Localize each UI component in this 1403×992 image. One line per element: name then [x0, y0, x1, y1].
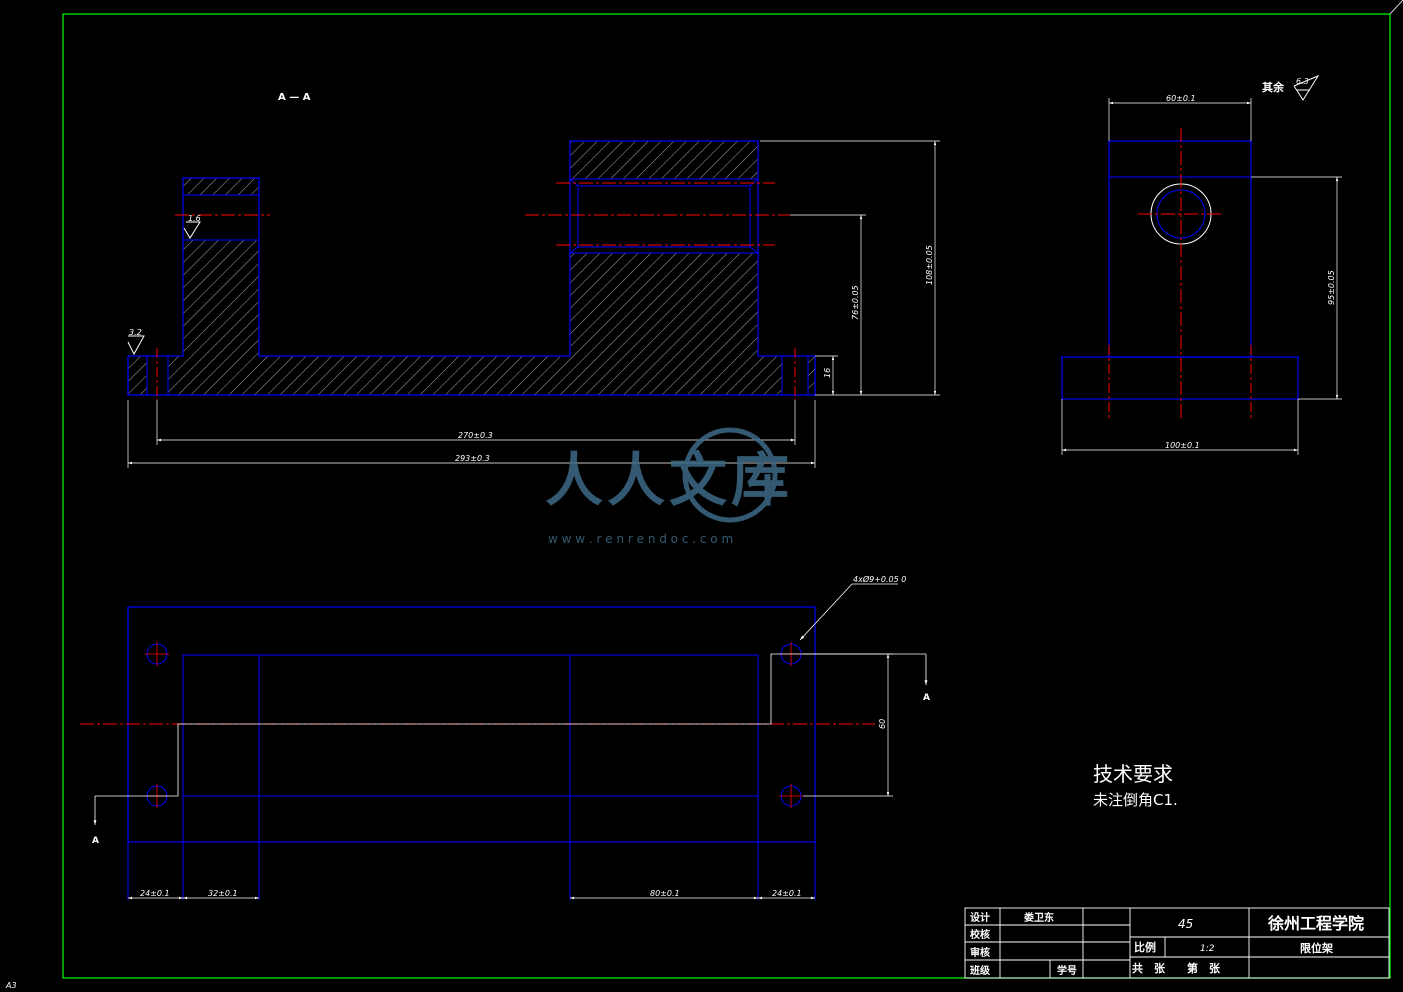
- tb-material: 45: [1178, 917, 1193, 931]
- side-dim-text-top-width: 60±0.1: [1166, 94, 1196, 103]
- right-boss-top-hatch: [569, 140, 759, 180]
- plan-dim-text-edge-left: 24±0.1: [140, 889, 170, 898]
- roughness-value-base: 3.2: [129, 328, 142, 337]
- title-block-text: 设计 娄卫东 校核 审核 班级 学号 45 比例 1:2 徐州工程学院 限位架 …: [970, 911, 1364, 977]
- plan-dim-text-hole-spacing: 60: [878, 719, 887, 729]
- section-mark-left: A: [92, 836, 99, 846]
- front-section-view: A — A 1.6 3.2 270±0.3 293±0.3: [127, 92, 940, 468]
- dim-text-bolt-span: 270±0.3: [458, 431, 493, 440]
- left-boss-top-hatch: [182, 177, 260, 196]
- tb-check-label: 校核: [970, 928, 990, 941]
- tb-class-label: 班级: [970, 964, 991, 977]
- section-label: A — A: [278, 92, 311, 103]
- watermark-url: w w w . r e n r e n d o c . c o m: [548, 532, 733, 546]
- side-dim-text-bore-height: 95±0.05: [1327, 270, 1336, 305]
- roughness-symbol-global: [1293, 74, 1320, 101]
- tech-req-note: 未注倒角C1.: [1093, 791, 1178, 809]
- dim-text-bore-height: 76±0.05: [851, 285, 860, 320]
- roughness-prefix: 其余: [1262, 80, 1285, 94]
- tb-school: 徐州工程学院: [1267, 914, 1364, 933]
- plan-dim-text-edge-right: 24±0.1: [772, 889, 802, 898]
- corner-label: A3: [5, 981, 17, 990]
- right-bore: [569, 178, 759, 254]
- tech-req-title: 技术要求: [1093, 762, 1173, 786]
- plan-view: A A 4xØ9+0.05 0 60 24±0.1 32±0.1 80±0.1 …: [80, 574, 930, 900]
- tb-review-label: 审核: [970, 946, 990, 959]
- roughness-value-bore: 1.6: [188, 214, 201, 223]
- dim-text-base-thickness: 16: [823, 368, 832, 378]
- watermark-text: 人人文库: [545, 446, 793, 514]
- title-block: [964, 907, 1390, 979]
- plan-dim-text-boss-right: 80±0.1: [650, 889, 680, 898]
- main-section-hatch: [128, 240, 815, 395]
- dim-text-overall-length: 293±0.3: [455, 454, 490, 463]
- bolt-hole-centers: [145, 642, 803, 808]
- tb-student-no-label: 学号: [1057, 964, 1077, 977]
- title-block-frame: [964, 907, 1390, 979]
- plan-dim-text-boss-left: 32±0.1: [208, 889, 238, 898]
- tb-design-label: 设计: [970, 911, 990, 924]
- side-upper-block: [1108, 140, 1252, 358]
- roughness-symbol-bore: [183, 221, 201, 239]
- tb-part-name: 限位架: [1300, 941, 1333, 955]
- dim-text-total-height: 108±0.05: [925, 245, 934, 285]
- side-base: [1061, 356, 1299, 400]
- roughness-symbol-base: [127, 335, 145, 356]
- watermark: 人人文库 w w w . r e n r e n d o c . c o m: [545, 427, 793, 546]
- tb-scale-label: 比例: [1134, 940, 1156, 954]
- hole-note: 4xØ9+0.05 0: [853, 574, 906, 584]
- tb-designer: 娄卫东: [1024, 911, 1054, 924]
- technical-requirements: 技术要求 未注倒角C1.: [1093, 762, 1178, 809]
- tb-sheets: 共 张 第 张: [1132, 961, 1221, 975]
- section-cut-line: [95, 653, 926, 797]
- hole-leader: [799, 583, 853, 641]
- side-dim-text-base-width: 100±0.1: [1165, 441, 1200, 450]
- plan-inner: [182, 654, 759, 797]
- section-mark-right: A: [923, 693, 930, 703]
- tb-scale-value: 1:2: [1200, 944, 1215, 954]
- roughness-value-global: 6.3: [1296, 77, 1309, 86]
- drawing-border: [62, 13, 1391, 979]
- side-view: 60±0.1 95±0.05 100±0.1 其余 6.3: [1061, 74, 1342, 455]
- corner-tick: [1389, 0, 1403, 15]
- watermark-ring: [682, 427, 778, 523]
